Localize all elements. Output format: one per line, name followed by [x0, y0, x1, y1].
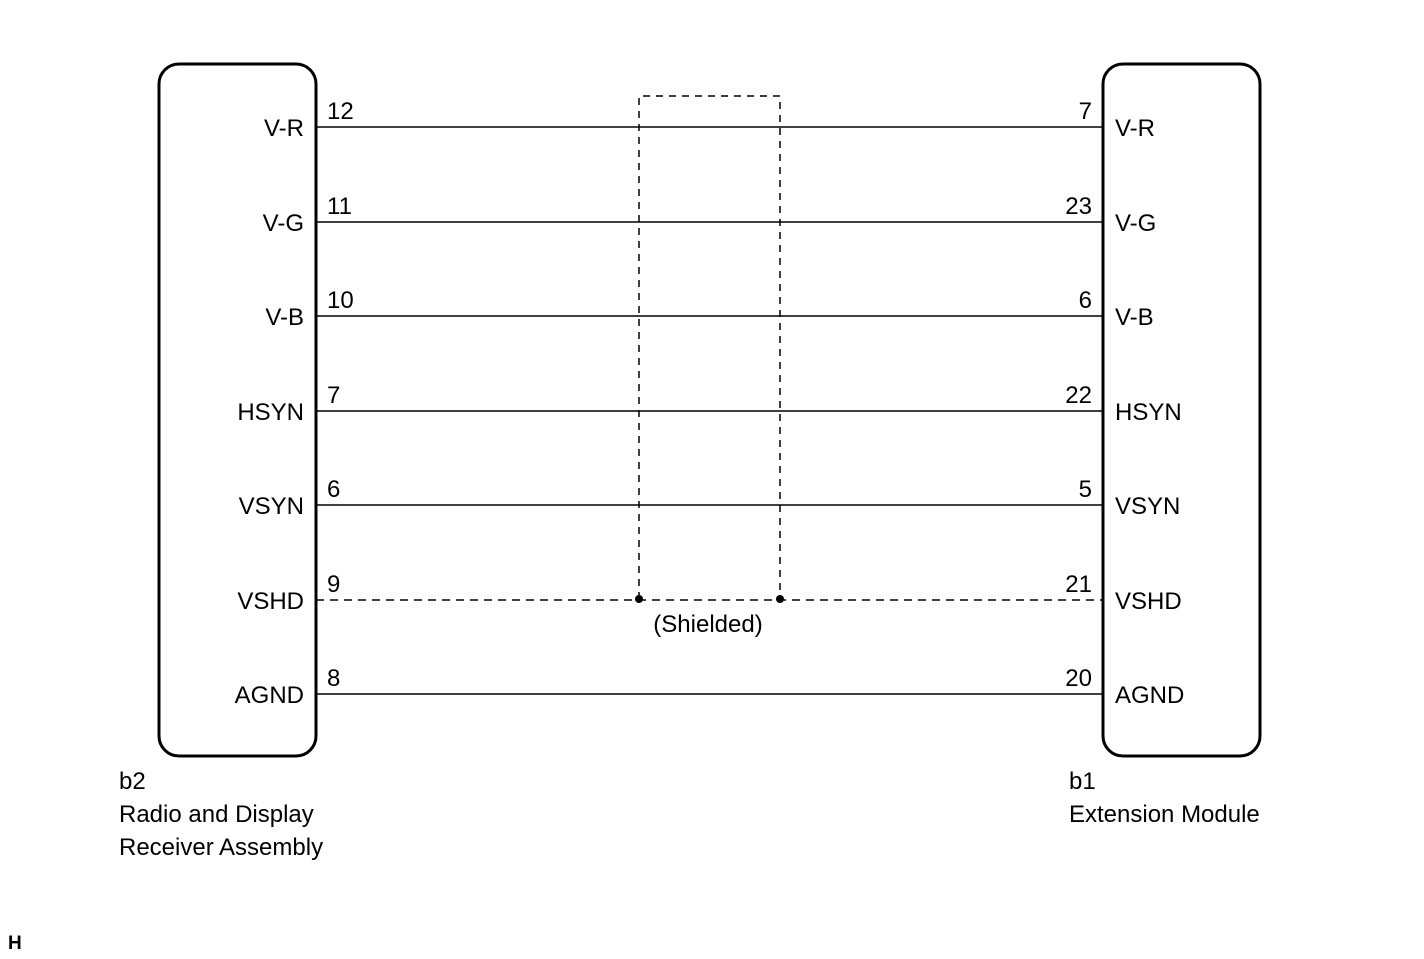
left-pin-label: HSYN	[237, 399, 304, 426]
left-pin-number: 6	[327, 476, 340, 503]
right-pin-label: V-G	[1115, 210, 1156, 237]
left-connector-code: b2	[119, 768, 146, 795]
right-pin-label: VSYN	[1115, 493, 1180, 520]
shield-junction-left	[635, 595, 643, 603]
left-connector-name-line1: Radio and Display	[119, 801, 314, 828]
right-pin-label: VSHD	[1115, 588, 1182, 615]
left-pin-number: 7	[327, 382, 340, 409]
right-pin-number: 22	[1065, 382, 1092, 409]
corner-mark: H	[8, 933, 22, 954]
left-pin-label: V-R	[264, 115, 304, 142]
left-pin-label: VSHD	[237, 588, 304, 615]
right-pin-number: 5	[1079, 476, 1092, 503]
left-pin-label: V-G	[263, 210, 304, 237]
right-connector-name-line1: Extension Module	[1069, 801, 1260, 828]
right-pin-label: V-B	[1115, 304, 1154, 331]
left-pin-label: VSYN	[239, 493, 304, 520]
right-pin-label: AGND	[1115, 682, 1184, 709]
shield-label: (Shielded)	[653, 611, 762, 638]
left-pin-number: 8	[327, 665, 340, 692]
right-pin-label: HSYN	[1115, 399, 1182, 426]
shield-junction-right	[776, 595, 784, 603]
left-pin-number: 9	[327, 571, 340, 598]
left-pin-number: 12	[327, 98, 354, 125]
left-pin-label: V-B	[265, 304, 304, 331]
right-pin-number: 20	[1065, 665, 1092, 692]
shield-outline	[638, 95, 781, 599]
left-connector-name-line2: Receiver Assembly	[119, 834, 323, 861]
right-pin-number: 21	[1065, 571, 1092, 598]
right-connector-body	[1101, 62, 1262, 758]
right-pin-number: 23	[1065, 193, 1092, 220]
left-connector-body	[157, 62, 318, 758]
left-pin-number: 10	[327, 287, 354, 314]
left-pin-number: 11	[327, 193, 352, 220]
right-connector-code: b1	[1069, 768, 1096, 795]
left-pin-label: AGND	[235, 682, 304, 709]
right-pin-number: 6	[1079, 287, 1092, 314]
right-pin-number: 7	[1079, 98, 1092, 125]
right-pin-label: V-R	[1115, 115, 1155, 142]
